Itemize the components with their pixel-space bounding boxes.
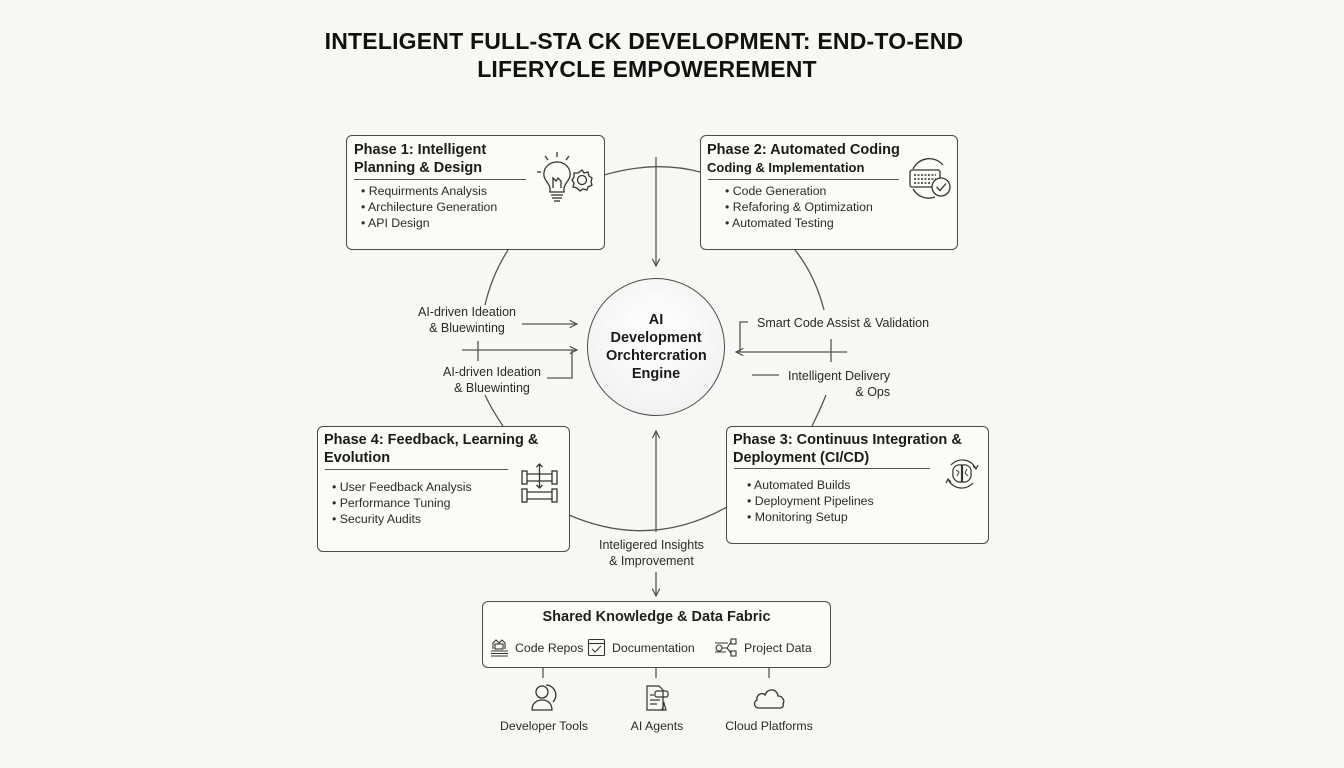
phase-2-item: Refaforing & Optimization: [725, 199, 873, 215]
fabric-item-label: Documentation: [612, 640, 695, 655]
cycle-arc-bottom: [568, 506, 728, 532]
phase-4-item: User Feedback Analysis: [332, 479, 472, 495]
consumer-label: Cloud Platforms: [725, 719, 813, 733]
phase-3-item: Monitoring Setup: [747, 509, 874, 525]
flow-label-line: AI-driven Ideation: [418, 305, 516, 319]
network-nodes-icon: [715, 638, 737, 657]
phase-1-card: Phase 1: Intelligent Planning & Design R…: [346, 135, 605, 250]
flow-label-line: & Bluewinting: [429, 321, 505, 335]
documentation-check-icon: [587, 638, 606, 657]
document-agent-icon: [646, 685, 669, 711]
phase-1-title-line-1: Phase 1: Intelligent: [354, 142, 487, 158]
lightbulb-gear-icon: [537, 152, 593, 202]
phase-2-item: Code Generation: [725, 183, 873, 199]
flow-label-line: Intelligent Delivery: [788, 369, 891, 383]
code-repo-icon: [491, 639, 508, 657]
cycle-arc-upper-right: [794, 249, 825, 311]
brain-cycle-icon: [945, 459, 979, 489]
phase-1-item: API Design: [361, 215, 497, 231]
pipeline-arrows-icon: [521, 463, 558, 503]
flow-label-line: Inteligered Insights: [599, 538, 704, 552]
consumer-label: Developer Tools: [500, 719, 588, 733]
ai-orchestration-engine: AI Development Orchtercration Engine: [587, 278, 725, 416]
cycle-arc-lower-left: [484, 394, 504, 427]
flow-label-line: AI-driven Ideation: [443, 365, 541, 379]
phase-3-item: Deployment Pipelines: [747, 493, 874, 509]
phase-2-title-line-1: Phase 2: Automated Coding: [707, 142, 900, 158]
fabric-item-project-data: Project Data: [714, 638, 812, 657]
flow-label-line: & Ops: [855, 385, 891, 399]
phase-3-title-line-2: Deployment (CI/CD): [733, 450, 870, 466]
phase-4-title-line-1: Phase 4: Feedback, Learning &: [324, 432, 539, 448]
cycle-arc-upper-left: [484, 249, 509, 306]
diagram-title-line-1: INTELIGENT FULL-STA CK DEVELOPMENT: END-…: [324, 28, 964, 54]
phase-2-item: Automated Testing: [725, 215, 873, 231]
phase-4-item: Performance Tuning: [332, 495, 472, 511]
consumer-ai-agents: AI Agents: [607, 683, 707, 733]
flow-label-line: & Improvement: [609, 554, 694, 568]
consumer-developer-tools: Developer Tools: [494, 683, 594, 733]
flow-label-left-bottom: AI-driven Ideation & Bluewinting: [443, 364, 541, 396]
flow-label-line: & Bluewinting: [454, 381, 530, 395]
phase-2-title-line-2: Coding & Implementation: [707, 160, 865, 175]
keyboard-check-icon: [909, 158, 951, 199]
cloud-icon: [753, 689, 785, 709]
phase-3-item: Automated Builds: [747, 477, 874, 493]
flow-label-bottom: Inteligered Insights & Improvement: [599, 537, 704, 569]
phase-4-card: Phase 4: Feedback, Learning & Evolution …: [317, 426, 570, 552]
phase-4-item: Security Audits: [332, 511, 472, 527]
phase-2-card: Phase 2: Automated Coding Coding & Imple…: [700, 135, 958, 250]
flow-label-right-bottom: Intelligent Delivery & Ops: [788, 368, 890, 400]
phase-1-item: Requirments Analysis: [361, 183, 497, 199]
engine-label: AI Development Orchtercration Engine: [606, 312, 707, 382]
phase-4-title-line-2: Evolution: [324, 450, 391, 466]
phase-3-title-line-1: Phase 3: Continuus Integration &: [733, 432, 962, 448]
consumer-label: AI Agents: [630, 719, 684, 733]
user-icon: [531, 684, 557, 711]
consumer-cloud-platforms: Cloud Platforms: [719, 683, 819, 733]
phase-3-card: Phase 3: Continuus Integration & Deploym…: [726, 426, 989, 544]
fabric-title: Shared Knowledge & Data Fabric: [542, 609, 771, 625]
phase-1-item: Archilecture Generation: [361, 199, 497, 215]
shared-knowledge-fabric: Shared Knowledge & Data Fabric Code Repo…: [482, 601, 831, 668]
flow-label-left-top: AI-driven Ideation & Bluewinting: [418, 304, 516, 336]
cycle-arc-top: [603, 166, 701, 176]
fabric-item-label: Code Repos: [515, 640, 584, 655]
diagram-title-line-2: LIFERYCLE EMPOWEREMENT: [477, 56, 817, 82]
fabric-item-documentation: Documentation: [587, 638, 695, 657]
fabric-item-label: Project Data: [744, 640, 812, 655]
flow-label-right-top: Smart Code Assist & Validation: [757, 316, 930, 330]
phase-1-title-line-2: Planning & Design: [354, 160, 483, 176]
fabric-item-code-repos: Code Repos: [490, 638, 583, 657]
cycle-arc-lower-right: [811, 394, 827, 427]
